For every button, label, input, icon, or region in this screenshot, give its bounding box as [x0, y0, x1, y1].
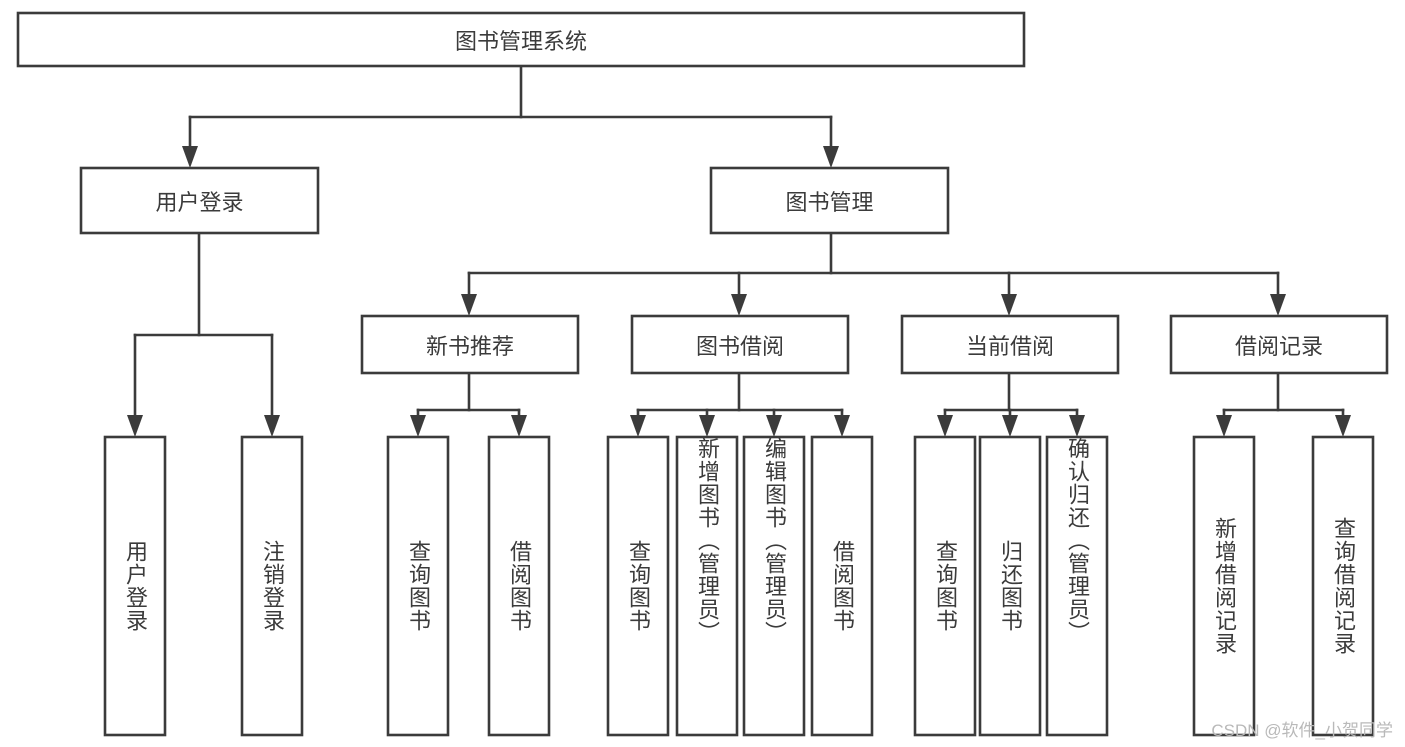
node-new-book-recommend[interactable] [360, 314, 580, 375]
arrow-head-icon [1002, 415, 1018, 437]
arrow-head-icon [630, 415, 646, 437]
connector-current-borrow-to-leaves [937, 371, 1085, 437]
node-borrow-record[interactable] [1169, 314, 1389, 375]
arrow-head-icon [511, 415, 527, 437]
connector-new-book-to-leaves [410, 371, 527, 437]
arrow-head-icon [699, 415, 715, 437]
node-book-management[interactable] [709, 166, 950, 235]
node-leaf-return-book[interactable] [978, 435, 1042, 737]
arrow-head-icon [1001, 294, 1017, 316]
arrow-head-icon [461, 294, 477, 316]
arrow-head-icon [127, 415, 143, 437]
node-leaf-borrow-book-2[interactable] [810, 435, 874, 737]
node-leaf-query-book-2[interactable] [606, 435, 670, 737]
node-leaf-query-record[interactable] [1311, 435, 1375, 737]
arrow-head-icon [264, 415, 280, 437]
node-leaf-user-login[interactable] [103, 435, 167, 737]
connector-borrow-record-to-leaves [1216, 371, 1351, 437]
node-user-login[interactable] [79, 166, 320, 235]
arrow-head-icon [766, 415, 782, 437]
connector-book-mgmt-to-level3 [461, 231, 1286, 316]
arrow-head-icon [1270, 294, 1286, 316]
arrow-head-icon [823, 146, 839, 168]
connector-user-login-to-leaves [127, 231, 280, 437]
watermark: CSDN @软件_小贺同学 [1211, 721, 1393, 740]
node-leaf-edit-book[interactable] [742, 435, 806, 737]
arrow-head-icon [937, 415, 953, 437]
connector-book-borrow-to-leaves [630, 371, 850, 437]
node-book-borrow[interactable] [630, 314, 850, 375]
node-leaf-query-book-1[interactable] [386, 435, 450, 737]
node-leaf-add-record[interactable] [1192, 435, 1256, 737]
node-leaf-logout[interactable] [240, 435, 304, 737]
arrow-head-icon [1335, 415, 1351, 437]
node-root[interactable] [16, 11, 1026, 68]
node-leaf-query-book-3[interactable] [913, 435, 977, 737]
arrow-head-icon [182, 146, 198, 168]
connector-root-to-level2 [182, 64, 839, 168]
node-leaf-borrow-book-1[interactable] [487, 435, 551, 737]
arrow-head-icon [410, 415, 426, 437]
arrow-head-icon [834, 415, 850, 437]
arrow-head-icon [1216, 415, 1232, 437]
arrow-head-icon [1069, 415, 1085, 437]
arrow-head-icon [731, 294, 747, 316]
node-current-borrow[interactable] [900, 314, 1120, 375]
node-leaf-confirm-return[interactable] [1045, 435, 1109, 737]
node-leaf-add-book[interactable] [675, 435, 739, 737]
